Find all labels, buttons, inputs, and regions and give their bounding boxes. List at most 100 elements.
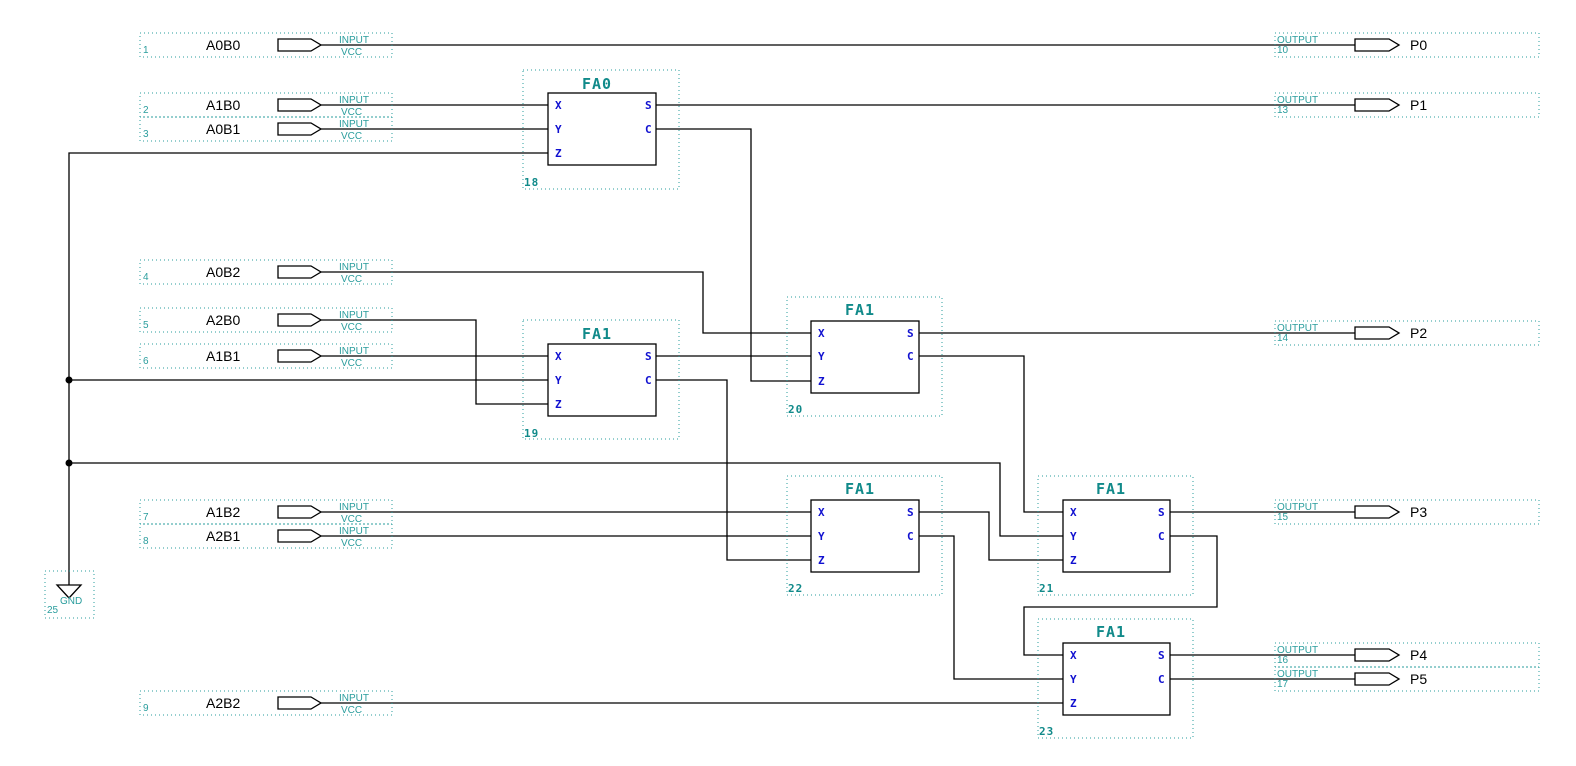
pin-z-label: Z bbox=[1070, 697, 1077, 710]
input-number: 6 bbox=[143, 356, 149, 367]
wire-fa22-s-fa21-z[interactable] bbox=[919, 511, 1063, 561]
input-pin[interactable]: 7 A1B2 INPUT VCC bbox=[139, 499, 393, 525]
wire-fa21-c-fa23-x[interactable] bbox=[1023, 535, 1218, 656]
input-vcc-label: VCC bbox=[341, 47, 362, 58]
output-number: 16 bbox=[1277, 655, 1289, 666]
instance-number: 23 bbox=[1039, 725, 1054, 738]
input-name: A2B2 bbox=[206, 695, 240, 711]
input-vcc-label: VCC bbox=[341, 131, 362, 142]
pin-s-label: S bbox=[1158, 506, 1165, 519]
output-type-label: OUTPUT bbox=[1277, 502, 1318, 513]
output-pin[interactable]: OUTPUT 10 P0 bbox=[1274, 32, 1540, 58]
input-vcc-label: VCC bbox=[341, 107, 362, 118]
input-arrow-icon bbox=[277, 265, 323, 279]
pin-c-label: C bbox=[645, 374, 652, 387]
input-pin[interactable]: 1 A0B0 INPUT VCC bbox=[139, 32, 393, 58]
wires bbox=[65, 44, 1355, 704]
full-adder-block[interactable]: FA1 X Y Z S C 20 bbox=[786, 296, 943, 417]
block-body bbox=[810, 499, 920, 573]
output-arrow-icon bbox=[1354, 38, 1401, 52]
input-arrow-icon bbox=[277, 313, 323, 327]
block-body bbox=[547, 343, 657, 417]
input-name: A1B0 bbox=[206, 97, 240, 113]
input-arrow-icon bbox=[277, 529, 323, 543]
output-number: 17 bbox=[1277, 679, 1289, 690]
input-arrow-icon bbox=[277, 505, 323, 519]
input-number: 8 bbox=[143, 536, 149, 547]
input-number: 2 bbox=[143, 105, 149, 116]
gnd-symbol[interactable]: GND 25 bbox=[44, 570, 95, 619]
wire-fa19-c-fa22-z[interactable] bbox=[656, 379, 811, 561]
instance-number: 22 bbox=[788, 582, 803, 595]
pin-z-label: Z bbox=[1070, 554, 1077, 567]
pin-y-label: Y bbox=[818, 530, 825, 543]
input-pin[interactable]: 4 A0B2 INPUT VCC bbox=[139, 259, 393, 285]
output-arrow-icon bbox=[1354, 98, 1401, 112]
instance-number: 20 bbox=[788, 403, 803, 416]
wire-a0b2-fa20-x[interactable] bbox=[321, 271, 811, 334]
input-vcc-label: VCC bbox=[341, 274, 362, 285]
wire-fa22-c-fa23-y[interactable] bbox=[919, 535, 1063, 680]
input-vcc-label: VCC bbox=[341, 705, 362, 716]
pin-s-label: S bbox=[907, 506, 914, 519]
input-number: 4 bbox=[143, 272, 149, 283]
full-adder-block[interactable]: FA1 X Y Z S C 22 bbox=[786, 475, 943, 596]
input-pin[interactable]: 8 A2B1 INPUT VCC bbox=[139, 523, 393, 549]
input-pin[interactable]: 3 A0B1 INPUT VCC bbox=[139, 116, 393, 142]
output-pin[interactable]: OUTPUT 16 P4 bbox=[1274, 642, 1540, 668]
output-pin[interactable]: OUTPUT 14 P2 bbox=[1274, 320, 1540, 346]
input-name: A1B2 bbox=[206, 504, 240, 520]
wire-fa20-c-fa21-x[interactable] bbox=[919, 355, 1063, 513]
output-name: P5 bbox=[1410, 671, 1427, 687]
output-name: P4 bbox=[1410, 647, 1427, 663]
output-name: P0 bbox=[1410, 37, 1427, 53]
input-pin[interactable]: 2 A1B0 INPUT VCC bbox=[139, 92, 393, 118]
full-adder-block[interactable]: FA1 X Y Z S C 23 bbox=[1037, 618, 1194, 739]
wire-gnd-fa21-y[interactable] bbox=[69, 462, 1063, 537]
output-type-label: OUTPUT bbox=[1277, 95, 1318, 106]
input-arrow-icon bbox=[277, 38, 323, 52]
output-pin[interactable]: OUTPUT 17 P5 bbox=[1274, 666, 1540, 692]
input-type-label: INPUT bbox=[339, 526, 369, 537]
input-name: A2B0 bbox=[206, 312, 240, 328]
output-name: P1 bbox=[1410, 97, 1427, 113]
wire-a2b0-fa19-z[interactable] bbox=[321, 319, 548, 405]
block-title: FA1 bbox=[582, 325, 612, 343]
gnd-label: GND bbox=[60, 596, 82, 607]
pin-s-label: S bbox=[645, 99, 652, 112]
full-adder-block[interactable]: FA1 X Y Z S C 21 bbox=[1037, 475, 1194, 596]
gnd-triangle-icon bbox=[55, 584, 83, 599]
output-type-label: OUTPUT bbox=[1277, 669, 1318, 680]
instance-number: 21 bbox=[1039, 582, 1054, 595]
input-pin[interactable]: 9 A2B2 INPUT VCC bbox=[139, 690, 393, 716]
input-type-label: INPUT bbox=[339, 262, 369, 273]
wire-fa0-c-fa20-z[interactable] bbox=[656, 128, 811, 382]
block-body bbox=[810, 320, 920, 394]
full-adder-block[interactable]: FA0 X Y Z S C 18 bbox=[522, 69, 680, 190]
pin-s-label: S bbox=[1158, 649, 1165, 662]
pin-s-label: S bbox=[645, 350, 652, 363]
pin-c-label: C bbox=[907, 530, 914, 543]
input-arrow-icon bbox=[277, 696, 323, 710]
wire-gnd-fa0-z[interactable] bbox=[68, 152, 548, 585]
block-body bbox=[1062, 642, 1171, 716]
pin-x-label: X bbox=[818, 506, 825, 519]
input-arrow-icon bbox=[277, 349, 323, 363]
input-type-label: INPUT bbox=[339, 346, 369, 357]
pin-y-label: Y bbox=[555, 374, 562, 387]
output-pin[interactable]: OUTPUT 13 P1 bbox=[1274, 92, 1540, 118]
input-pin[interactable]: 5 A2B0 INPUT VCC bbox=[139, 307, 393, 333]
input-number: 5 bbox=[143, 320, 149, 331]
input-vcc-label: VCC bbox=[341, 322, 362, 333]
pin-c-label: C bbox=[1158, 530, 1165, 543]
output-pin[interactable]: OUTPUT 15 P3 bbox=[1274, 499, 1540, 525]
input-name: A0B1 bbox=[206, 121, 240, 137]
input-number: 7 bbox=[143, 512, 149, 523]
block-title: FA1 bbox=[1096, 623, 1126, 641]
pin-y-label: Y bbox=[1070, 530, 1077, 543]
output-arrow-icon bbox=[1354, 326, 1401, 340]
instance-number: 18 bbox=[524, 176, 539, 189]
input-pin[interactable]: 6 A1B1 INPUT VCC bbox=[139, 343, 393, 369]
full-adder-block[interactable]: FA1 X Y Z S C 19 bbox=[522, 319, 680, 440]
